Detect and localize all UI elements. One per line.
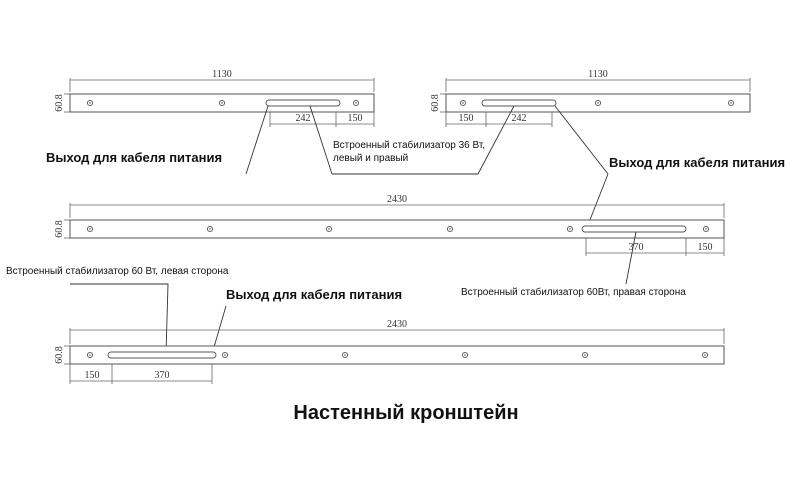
- leader-line: [625, 231, 637, 285]
- cable-slot: [581, 225, 687, 233]
- leader-line: [70, 283, 169, 355]
- leader-line: [332, 105, 515, 175]
- stabilizer-36w-label: Встроенный стабилизатор 36 Вт,: [333, 139, 485, 151]
- end-dimension: 150: [85, 370, 100, 381]
- cable-slot: [481, 99, 557, 107]
- end-dimension: 150: [348, 113, 363, 124]
- cable-exit-label: Выход для кабеля питания: [609, 155, 785, 170]
- bracket-bar: [69, 219, 725, 239]
- stabilizer-60w-right-label: Встроенный стабилизатор 60Вт, правая сто…: [461, 286, 686, 298]
- cable-slot: [107, 351, 217, 359]
- slot-dimension: 370: [629, 242, 644, 253]
- length-dimension: 2430: [387, 319, 407, 330]
- end-dimension: 150: [459, 113, 474, 124]
- page-title: Настенный кронштейн: [293, 402, 518, 424]
- bracket-bar: [69, 345, 725, 365]
- height-dimension: 60.8: [54, 346, 65, 364]
- height-dimension: 60.8: [54, 220, 65, 238]
- cable-exit-label: Выход для кабеля питания: [226, 287, 402, 302]
- length-dimension: 1130: [588, 69, 608, 80]
- length-dimension: 2430: [387, 194, 407, 205]
- height-dimension: 60.8: [430, 94, 441, 112]
- bracket-long-top: 2430 60.8 370 150: [54, 194, 725, 256]
- bracket-short-right: 1130 60.8 150 242: [430, 69, 751, 127]
- length-dimension: 1130: [212, 69, 232, 80]
- end-dimension: 150: [698, 242, 713, 253]
- stabilizer-60w-left-label: Встроенный стабилизатор 60 Вт, левая сто…: [6, 265, 229, 277]
- leader-line: [309, 105, 333, 175]
- bracket-short-left: 1130 60.8 242 150: [54, 69, 375, 127]
- cable-exit-label: Выход для кабеля питания: [46, 150, 222, 165]
- height-dimension: 60.8: [54, 94, 65, 112]
- bracket-long-bottom: 2430 60.8 150 370: [54, 319, 725, 384]
- slot-dimension: 370: [155, 370, 170, 381]
- leader-line: [245, 105, 269, 175]
- slot-dimension: 242: [512, 113, 527, 124]
- stabilizer-36w-label-sides: левый и правый: [333, 153, 408, 164]
- leader-line: [554, 105, 609, 175]
- slot-dimension: 242: [296, 113, 311, 124]
- cable-slot: [265, 99, 341, 107]
